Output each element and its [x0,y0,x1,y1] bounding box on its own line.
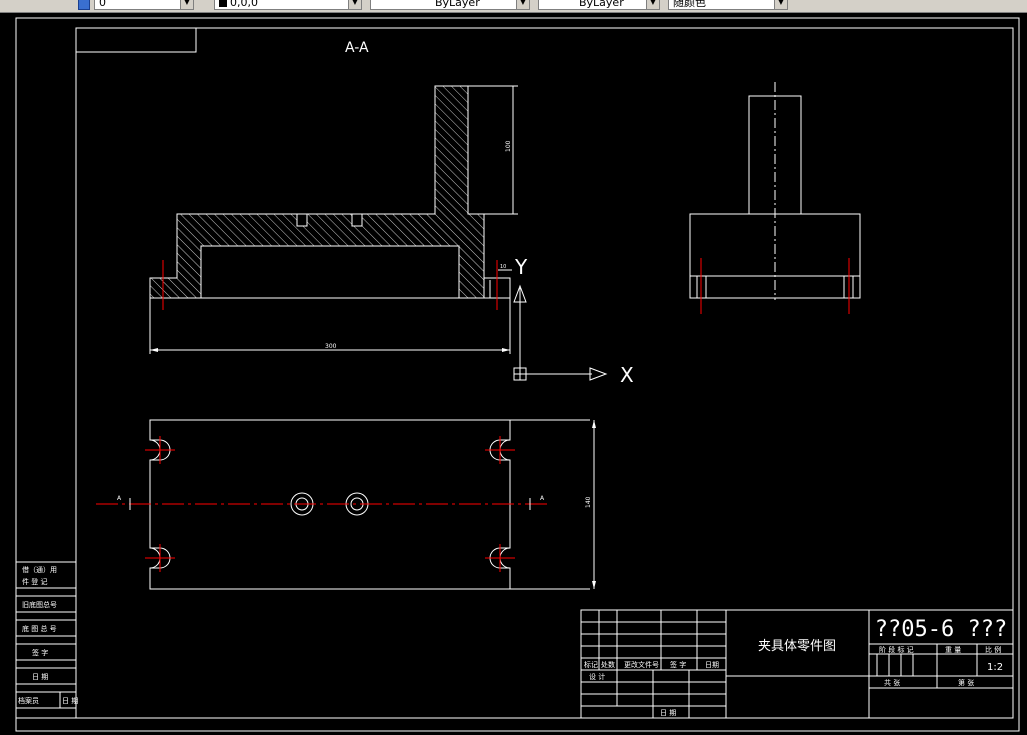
plan-view: A A 140 [96,419,596,590]
dim-text-10: 10 [500,264,506,270]
color-swatch-icon [219,0,227,7]
part-name: 夹具体零件图 [758,639,836,654]
lineweight-combo[interactable]: ByLayer ▼ [538,0,660,10]
drawing-number: ??05-6 ??? [875,617,1007,642]
stamp-row-5: 签 字 [32,648,48,657]
header-count: 处数 [601,660,615,669]
title-block: 标记 处数 更改文件号 签 字 日期 设 计 日 期 夹具体零件图 ??05-6… [580,609,1014,719]
ucs-x-label: X [620,363,634,387]
scale-value: 1:2 [987,662,1003,673]
weight-label: 重 量 [945,646,961,654]
stamp-row-7: 档案员 [18,696,39,705]
color-combo-value: 0,0,0 [230,0,258,9]
ucs-icon: Y X [513,255,634,387]
design-label: 设 计 [589,672,605,681]
layer-manager-icon[interactable] [78,0,90,10]
side-view [689,82,861,314]
sheet-outer-border [15,17,1020,732]
side-stamp-table: 借（通）用 件 登 记 旧底图总号 底 图 总 号 签 字 日 期 档案员 日 … [15,561,78,719]
lineweight-combo-value: ByLayer [579,0,624,9]
screw-hole-left [296,213,308,227]
chevron-down-icon: ▼ [646,0,659,9]
stamp-row-2: 件 登 记 [22,577,47,586]
drawing-frame [75,27,1014,719]
section-view [149,85,511,310]
stamp-row-8: 日 期 [62,697,78,705]
stage-label: 阶 段 标 记 [879,645,914,654]
section-mark-right: A [540,495,545,502]
linetype-combo[interactable]: ByLayer ▼ [370,0,530,10]
screw-hole-right [351,213,363,227]
sheet-total-label: 共 张 [884,678,900,687]
header-signature: 签 字 [670,660,686,669]
header-change-doc: 更改文件号 [624,660,659,669]
properties-toolbar: 0 ▼ 0,0,0 ▼ ByLayer ▼ ByLayer ▼ 随颜色 ▼ [0,0,1027,13]
color-combo[interactable]: 0,0,0 ▼ [214,0,362,10]
layer-combo[interactable]: 0 ▼ [94,0,194,10]
stamp-row-3: 旧底图总号 [22,600,57,609]
dim-small-10: 10 [498,264,512,271]
layer-combo-value: 0 [99,0,106,9]
plotstyle-combo[interactable]: 随颜色 ▼ [668,0,788,10]
header-mark: 标记 [584,660,598,669]
dim-vertical-100: 100 [468,85,518,215]
chevron-down-icon: ▼ [774,0,787,9]
chevron-down-icon: ▼ [348,0,361,9]
stamp-row-1: 借（通）用 [22,565,57,574]
section-label: A-A [345,40,369,56]
section-mark-left: A [117,495,122,502]
code-box [76,28,197,53]
date-label: 日 期 [660,709,676,717]
stamp-row-6: 日 期 [32,673,48,681]
chevron-down-icon: ▼ [180,0,193,9]
sheet-current-label: 第 张 [958,678,974,687]
plotstyle-combo-value: 随颜色 [673,0,706,9]
scale-label: 比 例 [985,645,1001,654]
chevron-down-icon: ▼ [516,0,529,9]
drawing-canvas[interactable]: A-A 100 10 300 [0,12,1027,735]
dim-text-140: 140 [585,496,592,508]
dim-text-300: 300 [325,343,337,350]
dim-horizontal-300: 300 [149,298,511,354]
header-date: 日期 [705,661,719,669]
stamp-row-4: 底 图 总 号 [22,624,57,633]
ucs-y-label: Y [514,255,528,279]
linetype-combo-value: ByLayer [435,0,480,9]
section-cavity [200,245,460,299]
dim-text-100: 100 [505,140,512,152]
